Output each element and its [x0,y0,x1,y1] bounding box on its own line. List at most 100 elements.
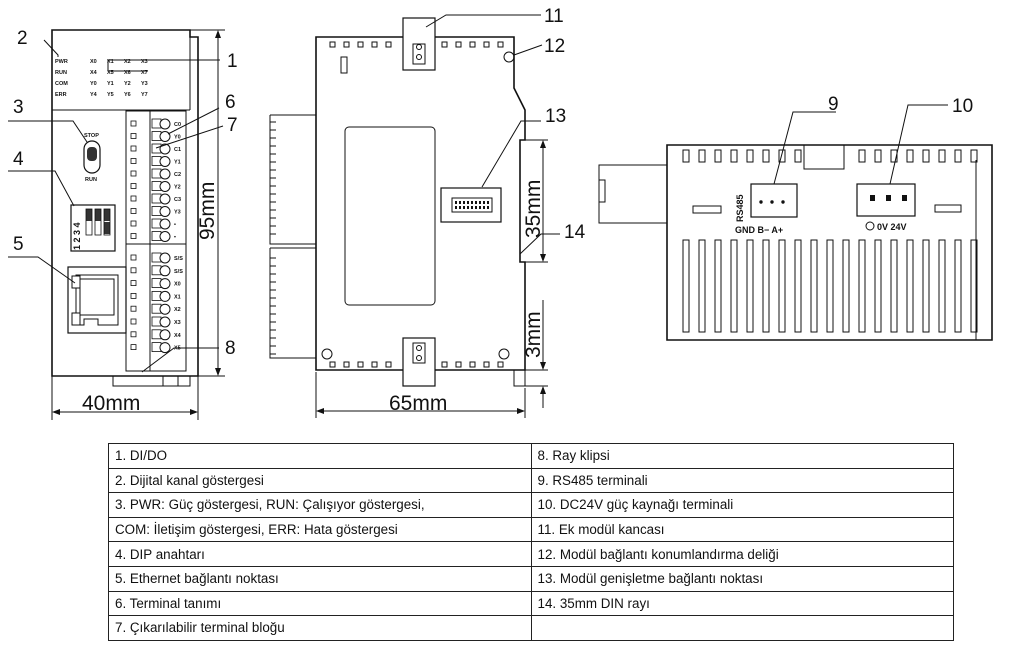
dim-40mm: 40mm [82,392,140,415]
indicator-run: RUN [55,70,67,76]
legend-cell: 6. Terminal tanımı [108,590,532,617]
legend-cell: COM: İletişim göstergesi, ERR: Hata göst… [108,516,532,543]
callout-4: 4 [13,149,24,170]
terminal-label: C2 [174,172,181,178]
terminal-label: C0 [174,122,181,128]
terminal-label: Y3 [174,210,181,216]
legend-cell: 12. Modül bağlantı konumlandırma deliği [530,541,954,567]
positioning-hole [503,51,515,63]
legend-cell: 5. Ethernet bağlantı noktası [108,565,532,592]
terminal-label: X4 [174,333,182,339]
dim-35mm: 35mm [522,180,545,238]
terminal-label: C3 [174,197,181,203]
io-indicator-label: X0 [90,59,97,65]
legend-cell: 7. Çıkarılabilir terminal bloğu [108,615,532,641]
dim-95mm: 95mm [196,182,219,240]
callout-3: 3 [13,97,24,118]
callout-13: 13 [545,106,566,127]
io-indicator-label: X1 [107,59,114,65]
legend-row: 3. PWR: Güç göstergesi, RUN: Çalışıyor g… [108,492,954,518]
terminal-label: Y1 [174,160,181,166]
io-indicator-label: Y5 [107,92,114,98]
switch-stop-label: STOP [84,133,99,139]
io-indicator-label: X7 [141,70,148,76]
io-indicator-label: Y1 [107,81,114,87]
io-indicator-label: Y0 [90,81,97,87]
io-indicator-label: Y4 [90,92,98,98]
ground-icon [865,221,875,231]
terminal-label: X5 [174,346,181,352]
rs485-label: RS485 [735,194,745,222]
terminal-label: X3 [174,320,181,326]
legend-row: 2. Dijital kanal göstergesi 9. RS485 ter… [108,467,954,494]
legend-cell: 4. DIP anahtarı [108,541,532,567]
terminal-label: X2 [174,307,181,313]
indicator-pwr: PWR [55,59,68,65]
legend-cell: 2. Dijital kanal göstergesi [108,467,532,494]
io-indicator-label: X4 [90,70,98,76]
terminal-label: C1 [174,147,181,153]
front-dimensions: 95mm 40mm [51,29,225,420]
callout-8: 8 [225,338,236,359]
legend-row: 1. DI/DO 8. Ray klipsi [108,443,954,469]
callout-12: 12 [544,36,565,57]
io-indicator-label: Y7 [141,92,148,98]
terminal-label: X1 [174,294,181,300]
callout-1: 1 [227,51,238,72]
legend-cell: 3. PWR: Güç göstergesi, RUN: Çalışıyor g… [108,492,532,518]
callout-numbers: 1 2 3 4 5 6 7 8 9 10 11 12 13 14 [13,6,973,359]
callout-7: 7 [227,115,238,136]
legend-cell: 1. DI/DO [108,443,532,469]
legend-cell: 10. DC24V güç kaynağı terminali [530,492,954,518]
indicator-com: COM [55,81,68,87]
side-view [269,17,526,387]
terminal-label: • [174,235,176,241]
legend-cell: 9. RS485 terminali [530,467,954,494]
io-indicator-label: X3 [141,59,148,65]
io-indicator-label: Y6 [124,92,131,98]
legend-row: 7. Çıkarılabilir terminal bloğu [108,615,954,641]
callout-11: 11 [544,6,564,27]
callout-5: 5 [13,234,24,255]
switch-run-label: RUN [85,177,97,183]
legend-row: COM: İletişim göstergesi, ERR: Hata göst… [108,516,954,543]
io-indicator-label: X2 [124,59,131,65]
dim-3mm: 3mm [522,311,545,358]
terminal-label: S/S [174,256,183,262]
legend-row: 4. DIP anahtarı 12. Modül bağlantı konum… [108,541,954,567]
dip-numbers: 1 2 3 4 [72,222,82,250]
side-dimensions: 35mm 3mm 65mm [315,139,548,418]
legend-cell: 11. Ek modül kancası [530,516,954,543]
legend-row: 6. Terminal tanımı 14. 35mm DIN rayı [108,590,954,617]
legend-cell: 13. Modül genişletme bağlantı noktası [530,565,954,592]
legend-row: 5. Ethernet bağlantı noktası 13. Modül g… [108,565,954,592]
indicator-err: ERR [55,92,67,98]
terminal-label: X0 [174,282,181,288]
callout-10: 10 [952,96,973,117]
legend-cell [530,615,954,641]
legend-cell: 14. 35mm DIN rayı [530,590,954,617]
terminal-label: Y0 [174,135,181,141]
io-indicator-label: X5 [107,70,114,76]
callout-lines [8,14,948,373]
top-view: RS485 GND B− A+ 0V 24V [598,144,993,341]
callout-14: 14 [564,222,586,243]
io-indicator-label: Y2 [124,81,131,87]
terminal-label: • [174,222,176,228]
power-pin-labels: 0V 24V [877,222,907,232]
rs485-terminal [750,183,798,218]
callout-6: 6 [225,92,236,113]
callout-2: 2 [17,28,28,49]
rs485-pin-labels: GND B− A+ [735,225,783,235]
terminal-label: Y2 [174,185,181,191]
dim-65mm: 65mm [389,392,447,415]
legend-cell: 8. Ray klipsi [530,443,954,469]
legend-table: 1. DI/DO 8. Ray klipsi 2. Dijital kanal … [108,443,954,641]
io-indicator-label: X6 [124,70,131,76]
io-indicator-label: Y3 [141,81,148,87]
terminal-label: S/S [174,269,183,275]
